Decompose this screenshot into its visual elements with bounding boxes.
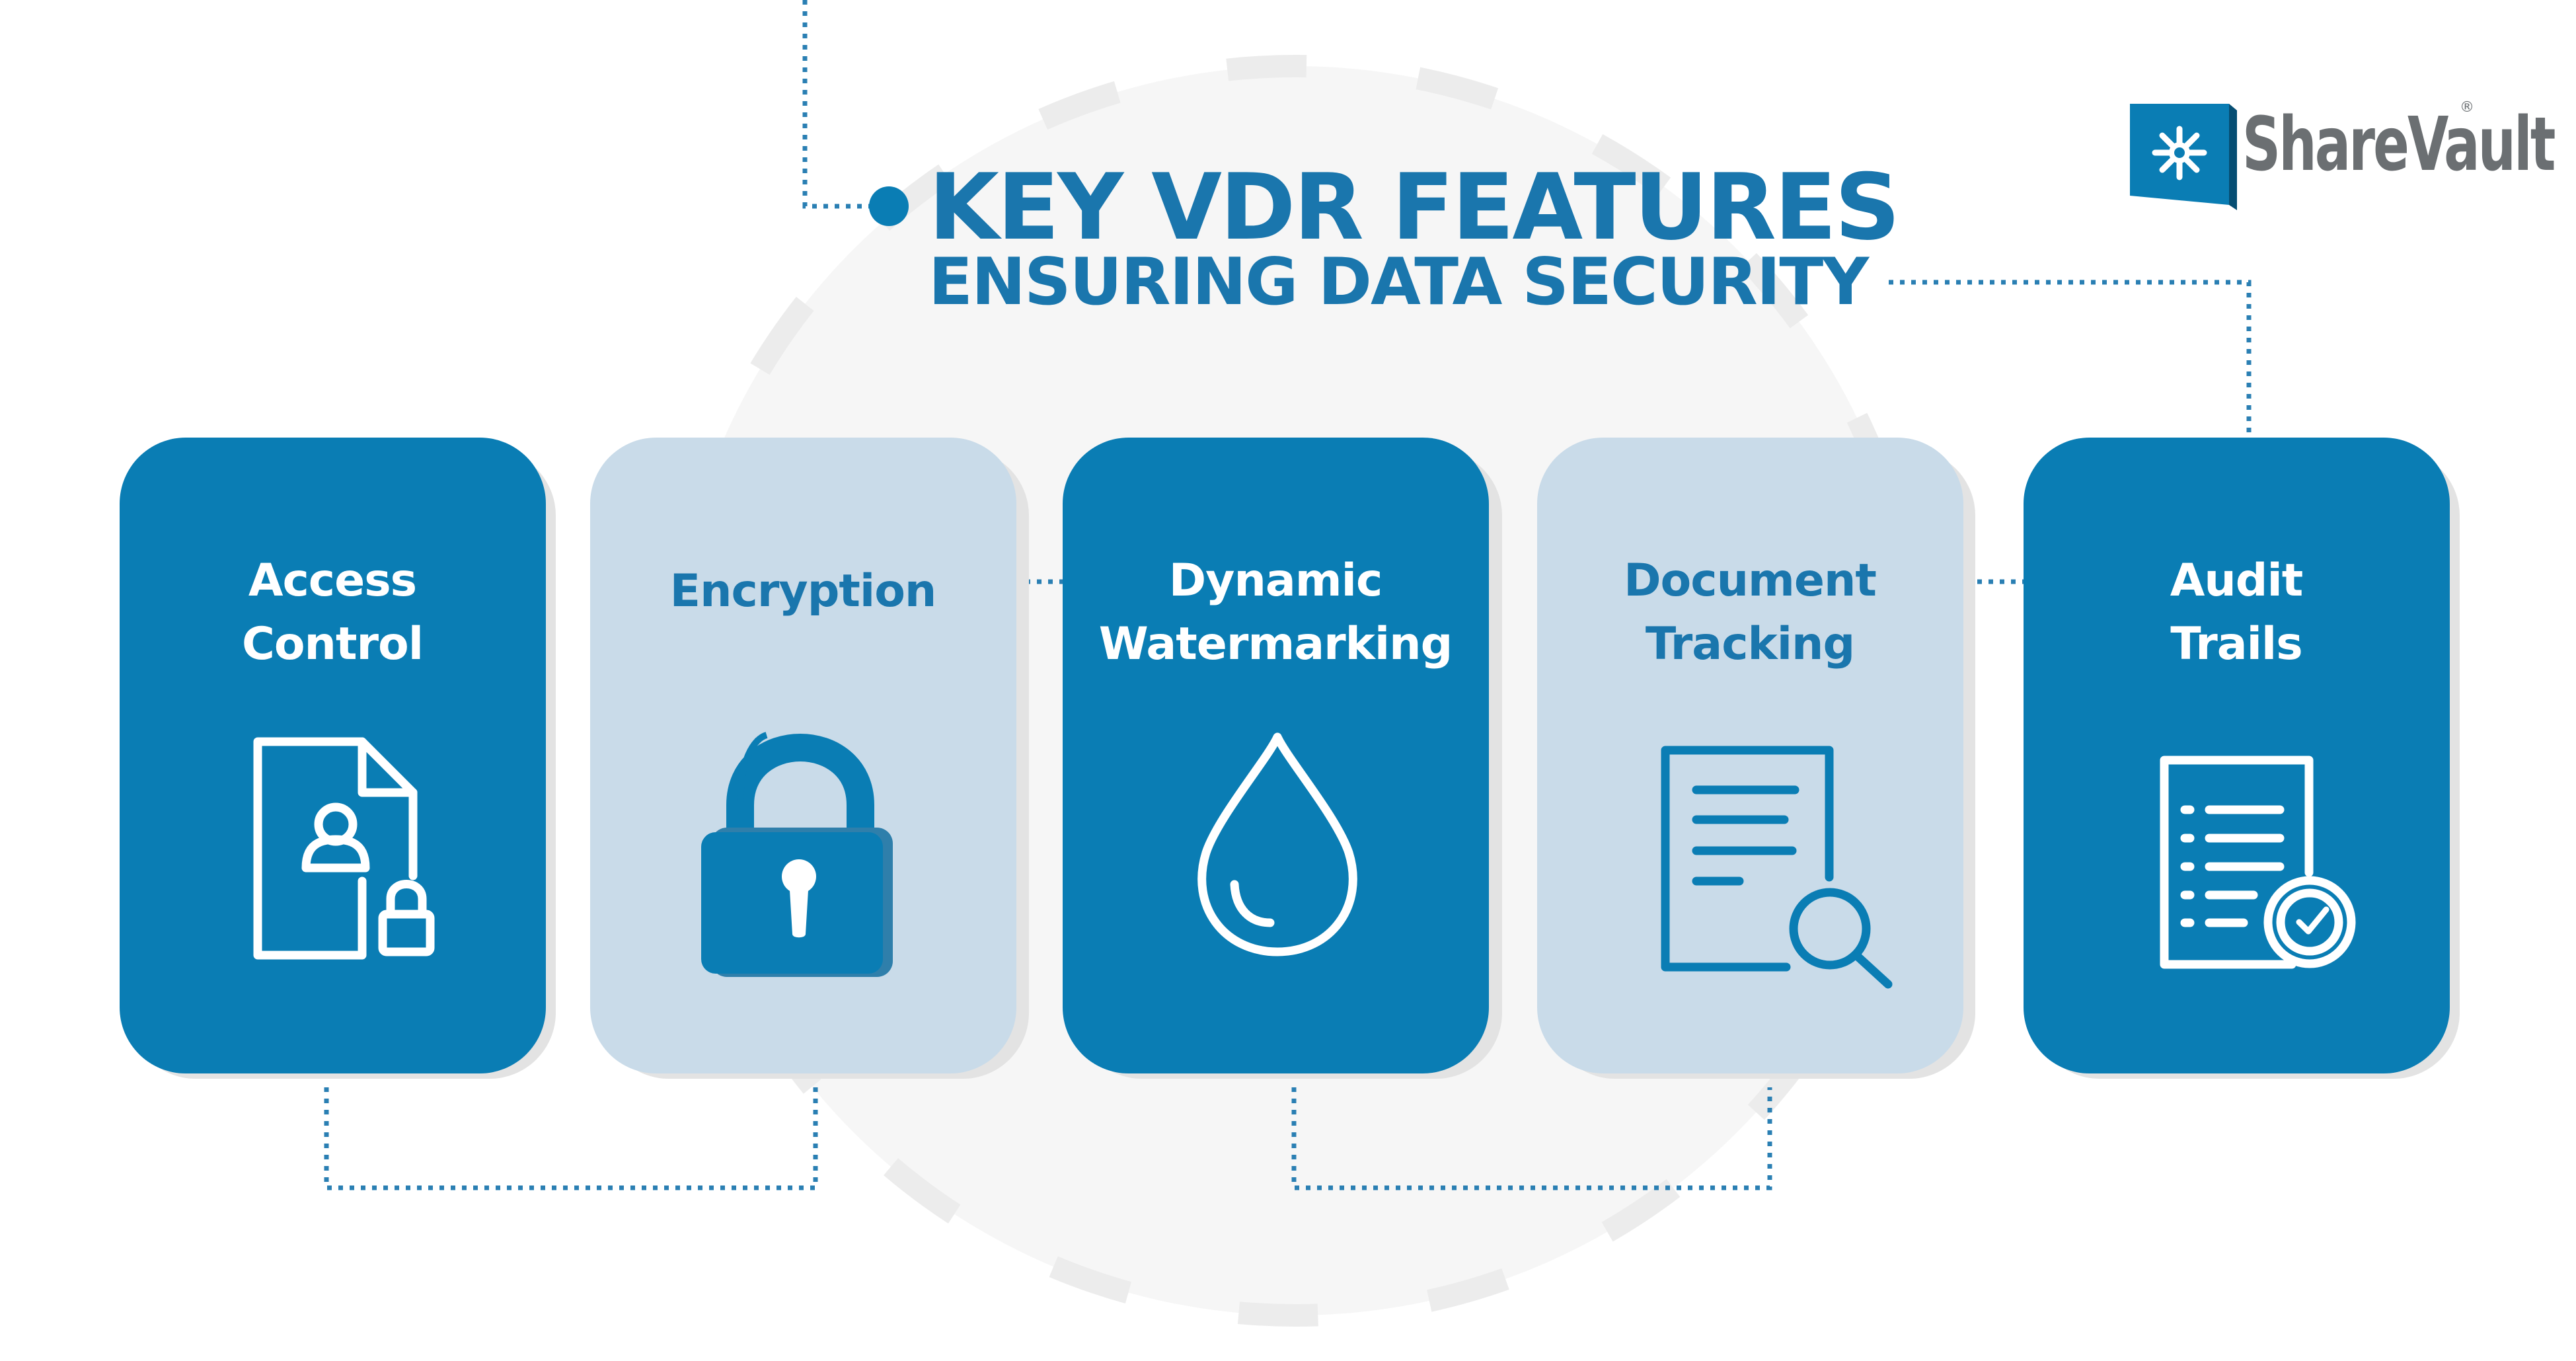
feature-label-dynamic-watermarking: Dynamic Watermarking	[1077, 549, 1474, 676]
connector-lines	[324, 0, 2252, 1190]
padlock-icon	[701, 732, 893, 977]
connector-title-top	[802, 0, 889, 209]
document-search-icon	[1661, 746, 1893, 989]
feature-label-audit-trails: Audit Trails	[2038, 549, 2435, 676]
feature-label-line: Control	[241, 618, 424, 670]
feature-label-line: Encryption	[669, 565, 937, 617]
connector-access-encryption	[324, 1087, 818, 1190]
card-dynamic-watermarking	[1063, 438, 1489, 1073]
feature-label-line: Document	[1624, 555, 1877, 607]
feature-label-encryption: Encryption	[605, 560, 1001, 623]
feature-label-line: Audit	[2170, 555, 2304, 607]
card-audit-trails	[2024, 438, 2450, 1073]
brand-logo-text: ShareVault	[2242, 102, 2556, 188]
card-access-control	[120, 438, 546, 1073]
connector-watermark-tracking	[1291, 1087, 1772, 1190]
page-subtitle: ENSURING DATA SECURITY	[928, 245, 1869, 320]
feature-label-line: Tracking	[1645, 618, 1855, 670]
feature-label-line: Dynamic	[1168, 555, 1383, 607]
connector-title-to-audit	[1889, 280, 2252, 438]
page-title: KEY VDR FEATURES	[928, 154, 1901, 260]
card-document-tracking	[1537, 438, 1963, 1073]
file-user-lock-icon	[253, 737, 435, 960]
feature-label-line: Access	[248, 555, 417, 607]
brand-registered-mark: ®	[2460, 99, 2474, 116]
title-bullet	[869, 186, 909, 226]
water-drop-icon	[1197, 732, 1357, 956]
checklist-clock-icon	[2160, 756, 2356, 969]
feature-label-access-control: Access Control	[134, 549, 531, 676]
feature-label-line: Watermarking	[1098, 618, 1453, 670]
vault-burst-icon	[2130, 104, 2237, 210]
feature-label-document-tracking: Document Tracking	[1552, 549, 1948, 676]
feature-label-line: Trails	[2170, 618, 2302, 670]
